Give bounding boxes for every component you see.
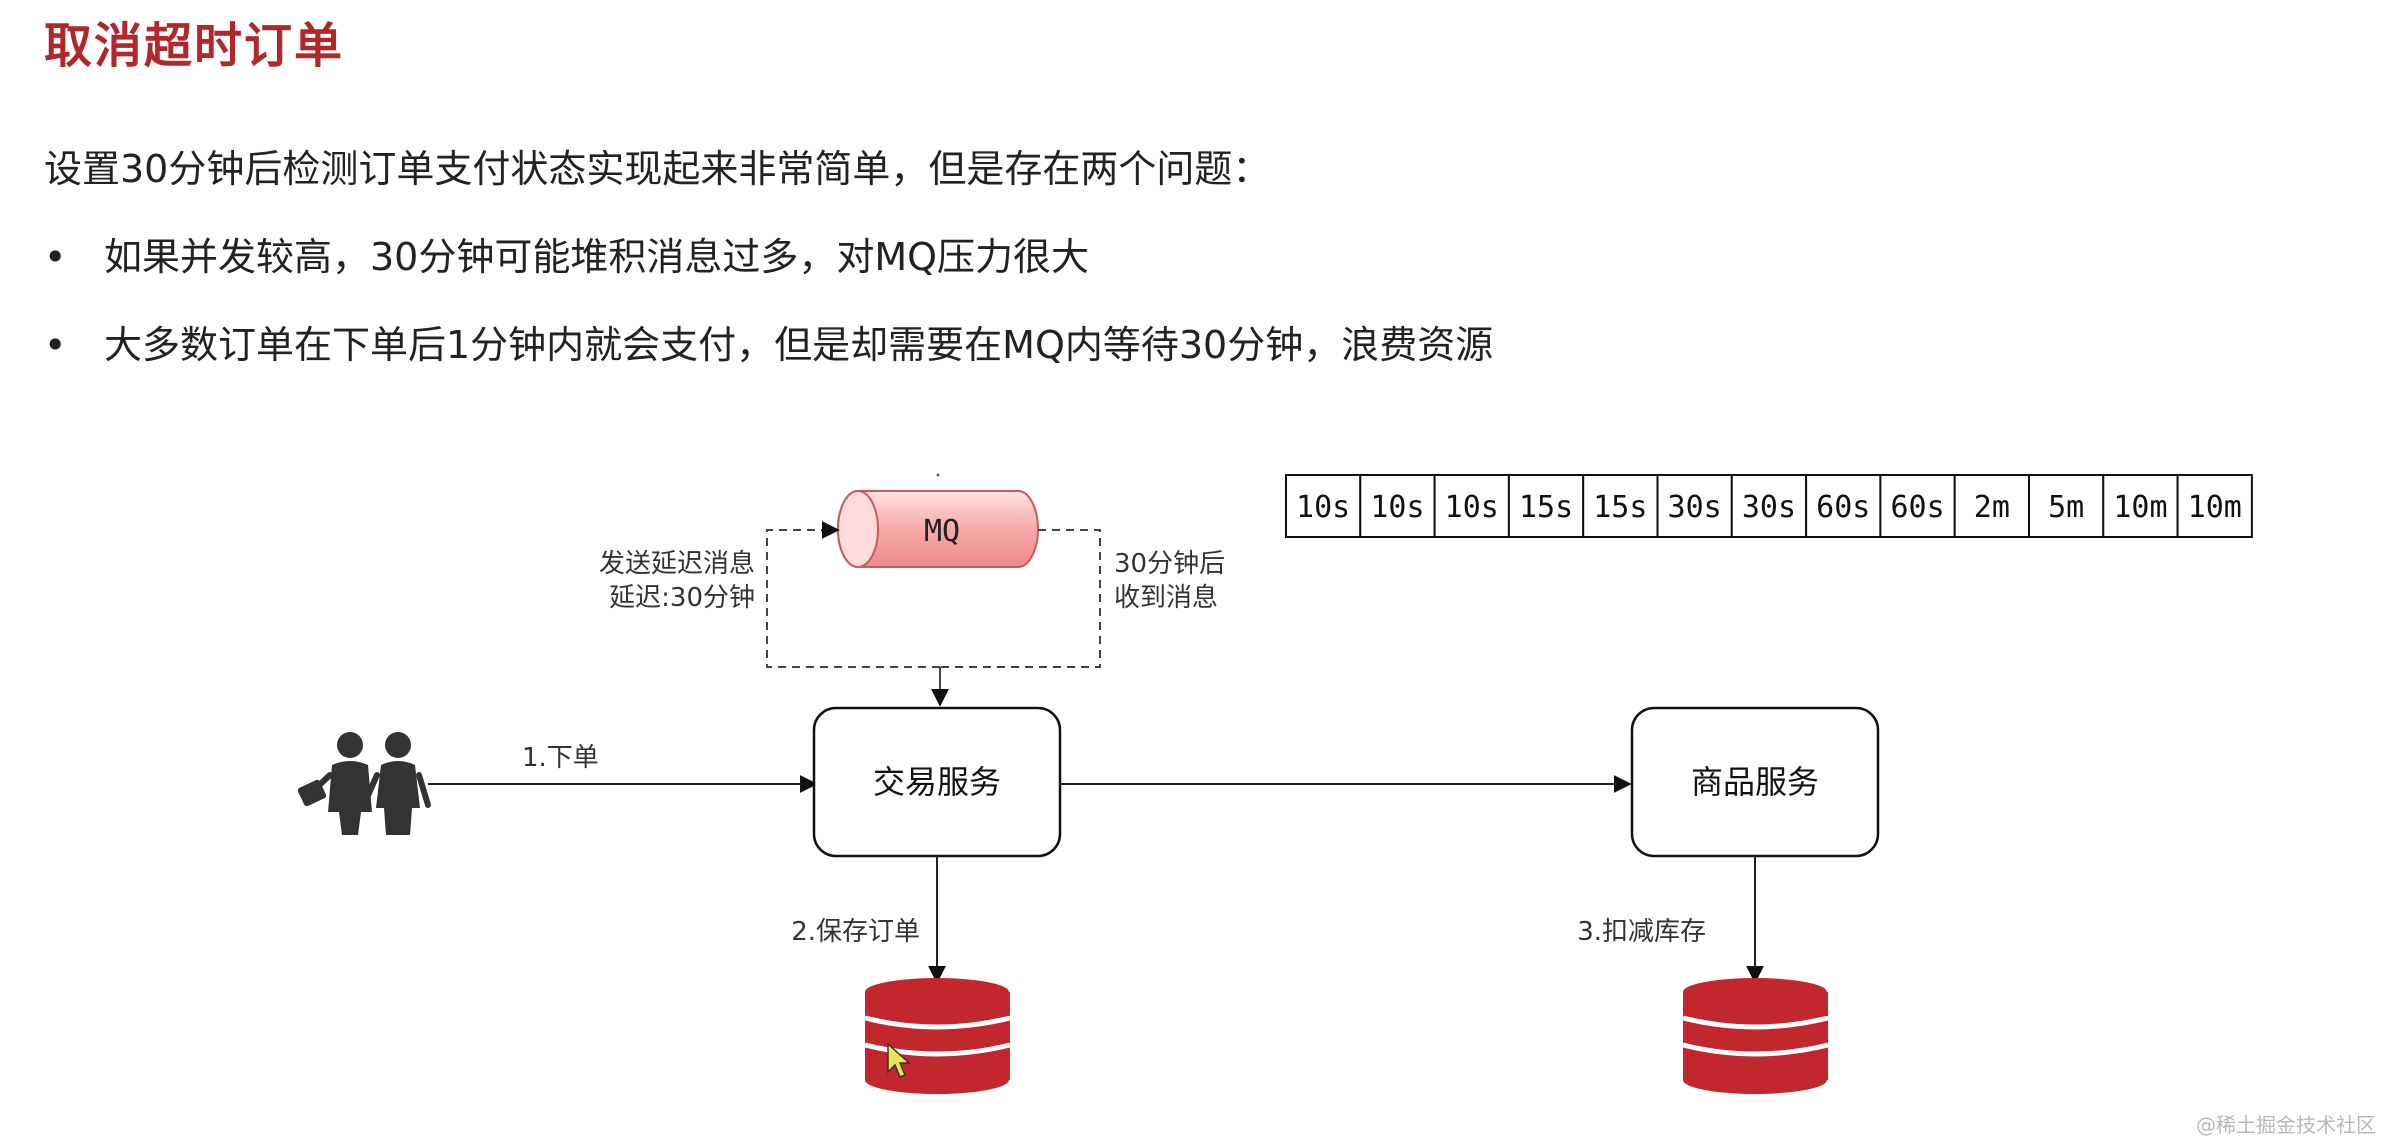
delay-level-label: 10s <box>1445 490 1499 525</box>
delay-level-cell: 15s <box>1582 474 1659 538</box>
mq-queue: MQ <box>837 490 1039 568</box>
delay-level-cell: 15s <box>1507 474 1585 538</box>
delay-level-label: 10s <box>1296 490 1350 525</box>
delay-level-label: 10s <box>1370 490 1424 525</box>
delay-level-cell: 2m <box>1953 474 2030 538</box>
step-save-label: 2.保存订单 <box>791 917 920 947</box>
delay-level-cell: 60s <box>1879 474 1956 538</box>
delay-level-label: 5m <box>2048 490 2084 525</box>
product-service-box: 商品服务 <box>1630 706 1880 858</box>
delay-level-cell: 30s <box>1730 474 1808 538</box>
delay-level-cell: 30s <box>1656 474 1733 538</box>
bullet-text: 如果并发较高，30分钟可能堆积消息过多，对MQ压力很大 <box>104 235 1090 279</box>
step-stock-label: 3.扣减库存 <box>1577 917 1706 947</box>
watermark: @稀土掘金技术社区 <box>2196 1113 2376 1137</box>
delay-level-cell: 10m <box>2102 474 2179 538</box>
stray-dot <box>936 473 940 477</box>
delay-level-cell: 10s <box>1433 474 1510 538</box>
trade-service-label: 交易服务 <box>873 763 1001 801</box>
delay-level-label: 15s <box>1519 490 1573 525</box>
step-order-label: 1.下单 <box>522 743 599 773</box>
left-note-line2: 延迟:30分钟 <box>609 583 755 613</box>
delay-send-path <box>766 521 940 668</box>
delay-level-label: 10m <box>2113 490 2167 525</box>
product-database-icon <box>1682 978 1829 1094</box>
delay-level-label: 10m <box>2188 490 2242 525</box>
order-database-icon <box>864 978 1011 1094</box>
bullet-item: • 大多数订单在下单后1分钟内就会支付，但是却需要在MQ内等待30分钟，浪费资源 <box>44 314 1493 369</box>
intro-text: 设置30分钟后检测订单支付状态实现起来非常简单，但是存在两个问题： <box>44 147 1271 191</box>
bullet-dot-icon: • <box>44 323 67 367</box>
delay-level-cell: 60s <box>1805 474 1882 538</box>
delay-level-label: 30s <box>1668 490 1722 525</box>
bullet-text: 大多数订单在下单后1分钟内就会支付，但是却需要在MQ内等待30分钟，浪费资源 <box>104 323 1494 367</box>
delay-level-label: 60s <box>1816 490 1870 525</box>
trade-service-box: 交易服务 <box>812 706 1062 858</box>
delay-level-label: 30s <box>1742 490 1796 525</box>
page-title: 取消超时订单 <box>44 18 345 74</box>
bullet-item: • 如果并发较高，30分钟可能堆积消息过多，对MQ压力很大 <box>44 226 1089 281</box>
delay-level-label: 15s <box>1593 490 1647 525</box>
bullet-dot-icon: • <box>44 235 67 279</box>
mouse-cursor-icon <box>887 1042 911 1078</box>
product-service-label: 商品服务 <box>1691 763 1819 801</box>
delay-level-table: 10s 10s 10s 15s 15s 30s 30s 60s 60s 2m 5m 10m 10m <box>1285 474 2253 538</box>
left-note-line1: 发送延迟消息 <box>599 549 755 579</box>
right-note-line2: 收到消息 <box>1114 583 1218 613</box>
delay-level-cell: 10s <box>1359 474 1436 538</box>
user-icon <box>297 732 431 835</box>
mq-label: MQ <box>924 514 960 549</box>
delay-receive-path <box>940 529 1101 668</box>
delay-level-cell: 10s <box>1285 474 1362 538</box>
right-note-line1: 30分钟后 <box>1114 549 1225 579</box>
delay-level-cell: 5m <box>2028 474 2105 538</box>
delay-level-cell: 10m <box>2176 474 2253 538</box>
delay-level-label: 60s <box>1890 490 1944 525</box>
delay-level-label: 2m <box>1974 490 2010 525</box>
